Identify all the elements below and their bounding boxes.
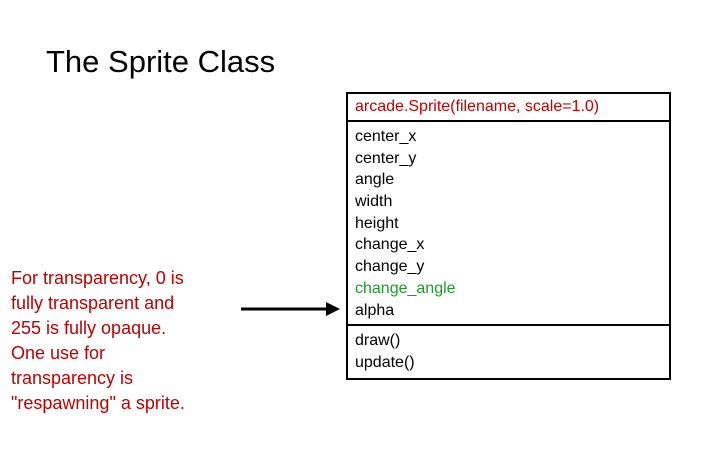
attribute-width: width [355, 193, 393, 211]
note-line: "respawning" a sprite. [11, 393, 185, 413]
note-line: 255 is fully opaque. [11, 318, 167, 338]
pointer-arrow [241, 302, 340, 316]
page-title: The Sprite Class [46, 44, 276, 79]
attribute-change-angle: change_angle [355, 279, 456, 297]
class-attributes: center_x center_y angle width height cha… [348, 122, 669, 327]
method-update: update() [355, 353, 415, 371]
note-line: transparency is [11, 368, 134, 388]
transparency-note: For transparency, 0 is fully transparent… [11, 266, 236, 416]
class-methods: draw() update() [348, 326, 669, 377]
sprite-class-diagram: arcade.Sprite(filename, scale=1.0) cente… [346, 92, 671, 380]
note-line: For transparency, 0 is [11, 268, 184, 288]
method-draw: draw() [355, 332, 401, 350]
attribute-change-x: change_x [355, 236, 425, 254]
arrow-head [326, 302, 340, 316]
note-line: One use for [11, 343, 106, 363]
attribute-alpha: alpha [355, 301, 395, 319]
attribute-center-x: center_x [355, 128, 417, 145]
attribute-center-y: center_y [355, 149, 417, 167]
attribute-change-y: change_y [355, 258, 425, 276]
class-constructor: arcade.Sprite(filename, scale=1.0) [348, 94, 669, 122]
attribute-angle: angle [355, 171, 395, 189]
note-line: fully transparent and [11, 293, 175, 313]
attribute-height: height [355, 214, 399, 232]
